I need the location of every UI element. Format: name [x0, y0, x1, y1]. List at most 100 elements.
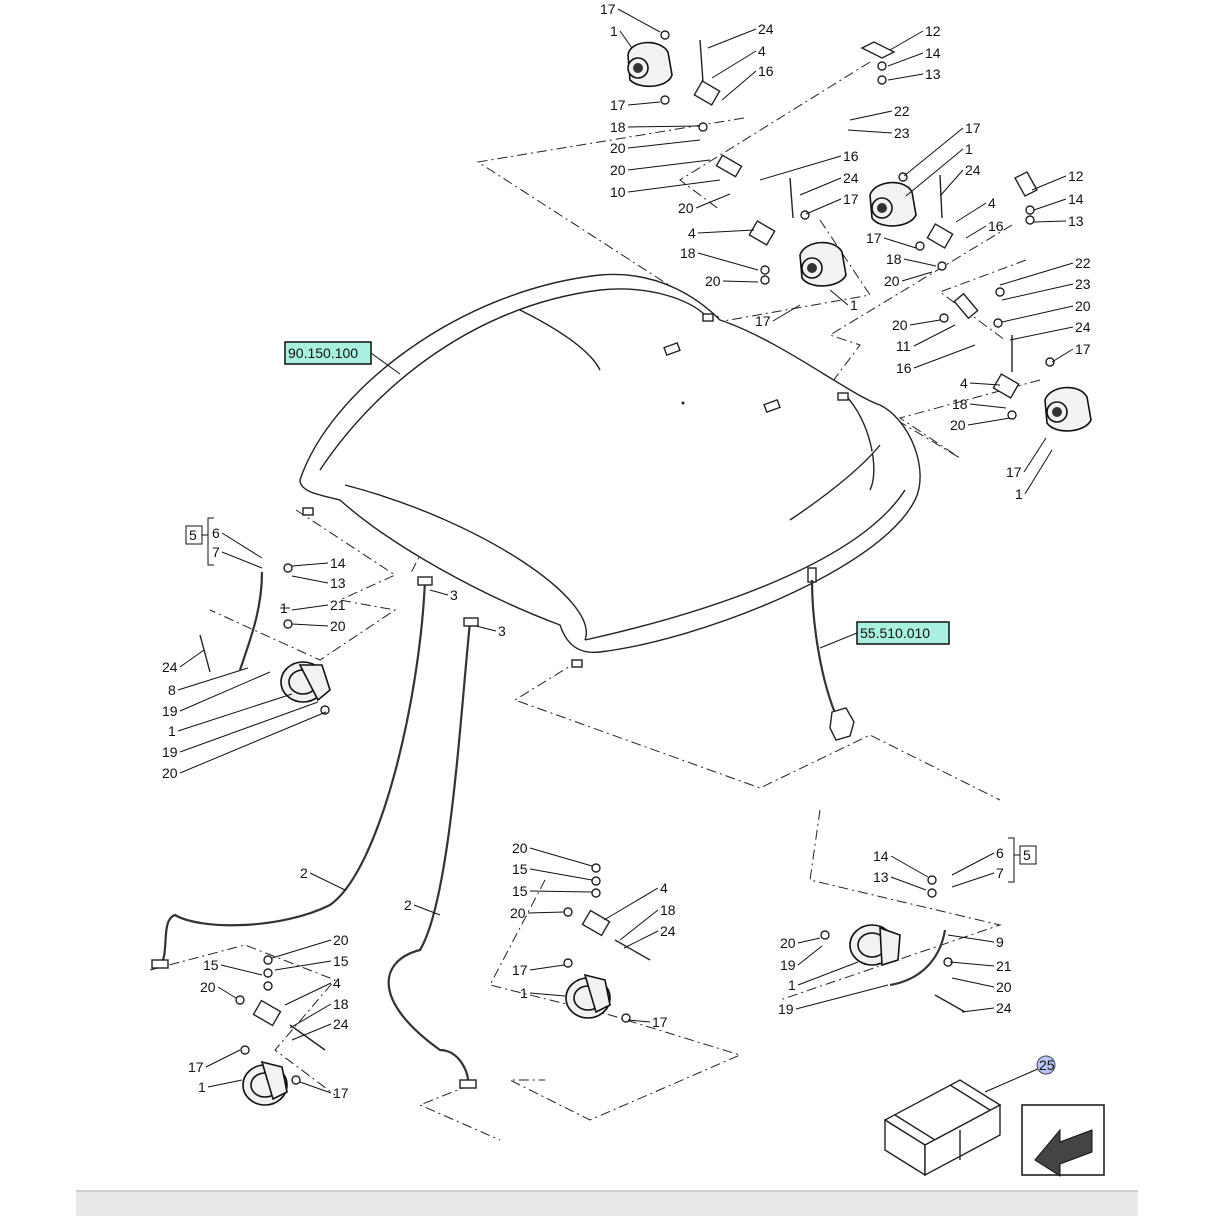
callout-f9: 1: [788, 977, 796, 993]
leader-e5: [603, 887, 659, 921]
callout-b23: 17: [1006, 464, 1022, 480]
callout-b17: 11: [896, 338, 911, 354]
leader-b23: [1023, 437, 1047, 473]
work-lamp-bottom-middle: [565, 973, 611, 1019]
leader-c9: [475, 625, 497, 632]
callout-c10: 24: [162, 659, 178, 675]
callout-a11: 20: [678, 200, 694, 216]
leader-b19: [1051, 348, 1074, 363]
leader-c12: [179, 671, 271, 712]
callout-f12: 24: [996, 1000, 1012, 1016]
leader-a11: [695, 193, 731, 209]
callout-d5: 15: [333, 953, 349, 969]
callout-a22: 20: [705, 273, 721, 289]
leader-a1: [617, 8, 661, 33]
callout-e10: 17: [652, 1014, 668, 1030]
callout-b2: 1: [965, 141, 973, 157]
leader-a15: [849, 110, 893, 121]
leader-d11: [207, 1079, 243, 1088]
leader-d5: [274, 960, 332, 971]
leader-f3: [951, 852, 995, 876]
callout-c2: 7: [212, 544, 220, 560]
callout-b21: 18: [952, 396, 968, 412]
work-lamp-right-lower: [849, 924, 901, 967]
callout-a6: 17: [610, 97, 626, 113]
leader-f8: [949, 961, 995, 967]
reference-cab-roof[interactable]: 90.150.100: [284, 341, 401, 375]
leader-b9: [1031, 175, 1067, 191]
leader-f12: [961, 1007, 995, 1013]
bracket-group-right: 5: [1008, 837, 1037, 883]
callout-e9: 1: [520, 985, 528, 1001]
leader-e4: [527, 911, 565, 914]
connector-3b: [463, 617, 479, 627]
leader-c3: [291, 562, 329, 567]
callout-b18: 16: [896, 360, 912, 376]
leader-b12: [999, 262, 1074, 286]
leader-e1: [529, 847, 593, 867]
leader-f1: [890, 855, 929, 878]
callout-e6: 18: [660, 902, 676, 918]
callout-a7: 18: [610, 119, 626, 135]
callout-b22: 20: [950, 417, 966, 433]
work-lamp-right: [1044, 386, 1092, 432]
callout-d4: 15: [203, 957, 219, 973]
work-lamp-top-left: [627, 41, 673, 88]
leader-b3: [939, 169, 964, 197]
callout-d6: 4: [333, 975, 341, 991]
callout-a5: 16: [758, 63, 774, 79]
horizontal-scrollbar[interactable]: [76, 1190, 1138, 1216]
work-lamp-left: [280, 661, 331, 703]
leader-a3: [707, 28, 757, 49]
callout-a21: 18: [680, 245, 696, 261]
previous-arrow-icon[interactable]: [1021, 1104, 1105, 1177]
leader-f2: [890, 876, 927, 891]
leader-b5: [965, 225, 987, 239]
leader-f11: [795, 984, 889, 1010]
callout-a15: 22: [894, 103, 910, 119]
leader-a12: [889, 30, 924, 51]
leader-lines: [177, 8, 1074, 1094]
callout-a12: 12: [925, 23, 941, 39]
reference-cab-roof-code: 90.150.100: [288, 345, 358, 361]
connector-end-right: [459, 1079, 477, 1089]
callout-f7: 9: [996, 934, 1004, 950]
leader-e3: [529, 890, 593, 893]
cable-2-right: [387, 621, 472, 1086]
bracket-group-right-label: 5: [1023, 847, 1031, 863]
leader-d6: [284, 982, 332, 1006]
leader-d4: [220, 964, 263, 976]
leader-a13: [887, 52, 924, 67]
callout-e5: 4: [660, 880, 668, 896]
cable-2-left: [159, 579, 427, 966]
leader-a20: [697, 229, 755, 234]
leader-b18: [913, 344, 976, 369]
work-lamp-top-middle: [799, 241, 847, 287]
callout-b8: 20: [884, 273, 900, 289]
callout-c5: 1: [280, 600, 288, 616]
callout-a8: 20: [610, 140, 626, 156]
callout-c4: 13: [330, 575, 346, 591]
callout-f1: 14: [873, 848, 889, 864]
leader-c15: [179, 711, 327, 774]
leader-d10: [205, 1049, 241, 1068]
reference-wiring[interactable]: 55.510.010: [819, 621, 950, 649]
callout-d8: 18: [333, 996, 349, 1012]
callout-b7: 18: [886, 251, 902, 267]
callout-a3: 24: [758, 21, 774, 37]
callout-d9: 24: [333, 1016, 349, 1032]
callout-e1: 20: [512, 840, 528, 856]
leader-b16: [909, 319, 941, 326]
callout-f4: 7: [996, 865, 1004, 881]
leader-a22: [722, 280, 759, 283]
callout-d10: 17: [188, 1059, 204, 1075]
callout-b12: 22: [1075, 255, 1091, 271]
leader-b22: [967, 417, 1011, 426]
leader-b20: [969, 382, 1001, 386]
leader-b24: [1024, 449, 1053, 495]
leader-e6: [619, 909, 659, 941]
callout-a16: 23: [894, 125, 910, 141]
leader-c7: [291, 623, 329, 627]
leader-d12: [299, 1081, 332, 1094]
